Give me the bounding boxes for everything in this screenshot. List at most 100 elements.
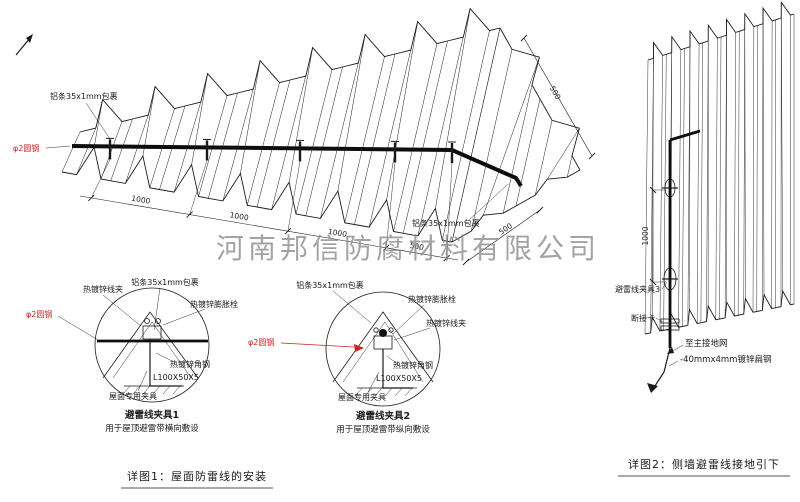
- roof-ridge-line: [100, 121, 123, 180]
- extension-line: [446, 162, 453, 259]
- roof-right-ridge-line: [451, 27, 501, 243]
- ground-lead: [652, 347, 671, 390]
- dim-label: 1000: [229, 210, 250, 222]
- extension-line: [91, 159, 111, 199]
- hatch-line: [172, 385, 181, 395]
- label-angle-spec: L100X50X5: [153, 373, 199, 382]
- wall-corrugation-line: [724, 35, 727, 318]
- hatch-line: [374, 387, 383, 397]
- roof-ridge-line: [435, 8, 471, 209]
- wall-corrugation-line: [678, 49, 682, 328]
- hatch-line: [354, 387, 363, 397]
- dim-tick: [536, 206, 544, 214]
- roof-ridge-line: [61, 131, 81, 173]
- roof-ridge-line: [110, 118, 133, 181]
- wall-corrugation-line: [687, 46, 691, 326]
- roof-label-al-strip: 铝条35x1mm包裹: [50, 91, 118, 101]
- roof-top-edge: [79, 7, 501, 133]
- roof-ridge-line: [288, 47, 313, 183]
- leader-line: [57, 315, 99, 341]
- wall-corrugation-line: [663, 54, 667, 331]
- detail1-title: 避雷线夹具1: [125, 409, 179, 421]
- roof-ridge-line: [417, 37, 464, 236]
- leader-line: [45, 145, 71, 149]
- wall-corrugation-line: [744, 13, 746, 299]
- leader-line: [392, 304, 425, 335]
- hatch-line: [364, 387, 373, 397]
- detail-view-clamp2: 铝条35x1mm包裹 热镀锌膨胀栓 热镀锌线夹 φ2圆钢 热镀锌角钢 L100X…: [248, 280, 466, 435]
- caption-fig2: 详图2：侧墙避雷线接地引下: [628, 457, 780, 471]
- leader-line: [153, 287, 161, 331]
- dim-tick: [520, 34, 528, 42]
- roof-ridge-line: [442, 30, 490, 241]
- ground-arrow-head: [647, 383, 658, 393]
- clamp-body: [373, 335, 393, 350]
- hatch-line: [394, 387, 403, 397]
- roof-ridge-line: [125, 115, 149, 184]
- dim-tick: [443, 254, 450, 262]
- label-to-ground-grid: 至主接地网: [685, 338, 728, 349]
- roof-right-ridge-line: [470, 49, 513, 232]
- roof-right-ridge-line: [534, 120, 553, 196]
- wall-corrugation-line: [650, 58, 654, 333]
- wall-corrugation-line: [737, 31, 740, 316]
- dim-label: 500: [409, 241, 425, 252]
- lightning-wire-top: [669, 129, 701, 142]
- extension-line: [385, 162, 396, 248]
- roof-ridge-line: [368, 50, 411, 228]
- roof-corrugation: [61, 7, 581, 243]
- wall-corrugation-line: [644, 59, 649, 335]
- label-wall-clamp3: 避雷线夹具3: [615, 284, 660, 294]
- roof-right-ridge-line: [566, 155, 573, 178]
- detail2-title: 避雷线夹具2: [356, 410, 410, 422]
- roof-ridge-line: [386, 21, 418, 200]
- wall-corrugation-line: [756, 25, 758, 312]
- wall-view: 1000 避雷线夹具3 断接卡 至主接地网 -40mmx4mm镀锌扁钢: [615, 0, 795, 393]
- hatch-line: [384, 387, 393, 397]
- hatch-line: [132, 385, 141, 395]
- corner-arrow-head: [26, 34, 33, 43]
- roof-right-ridge-line: [502, 84, 533, 214]
- hatching: [354, 387, 413, 397]
- extension-line: [189, 160, 208, 215]
- roof-profile-inner: [342, 321, 424, 383]
- corner-arrow-shaft: [15, 37, 31, 56]
- label-wire-clip: 热镀锌线夹: [83, 284, 123, 294]
- dim-label: 1000: [327, 227, 348, 239]
- corner-arrow-mark: [15, 34, 33, 56]
- leader-line: [386, 355, 401, 367]
- dim-label: 1000: [131, 194, 152, 206]
- wall-corrugation-line: [734, 32, 736, 317]
- roof-right-ridge-line: [547, 128, 580, 180]
- label-angle-spec: L100X50X5: [376, 374, 422, 383]
- roof-ridge-line: [337, 34, 366, 192]
- lightning-wire: [71, 144, 523, 188]
- wall-corrugation-line: [659, 55, 663, 332]
- label-round-steel: φ2圆钢: [26, 309, 52, 319]
- wall-corrugation-line: [781, 2, 783, 291]
- detail-circle: [325, 291, 441, 407]
- detail-view-clamp1: 热镀锌线夹 铝条35x1mm包裹 热镀锌膨胀栓 φ2圆钢 热镀锌角钢 L100X…: [26, 277, 238, 434]
- roof-ridge-line: [247, 82, 280, 206]
- leader-line: [661, 281, 668, 290]
- roof-ridge-line: [76, 128, 96, 175]
- roof-ridge-line: [320, 63, 359, 219]
- leader-line-red: [280, 342, 355, 348]
- extension-line: [287, 161, 301, 232]
- leader-arrow-head: [667, 347, 674, 354]
- disconnect-card-plate: [660, 325, 680, 331]
- bolt: [388, 327, 394, 333]
- leader-line: [85, 102, 111, 140]
- label-al-strip: 铝条35x1mm包裹: [131, 277, 199, 287]
- roof-wire-clamps: [106, 137, 456, 163]
- wall-corrugation-line: [682, 48, 685, 327]
- roof-ridge-line: [256, 79, 291, 208]
- dim-tick: [88, 194, 95, 202]
- wall-corrugation-line: [719, 36, 722, 320]
- label-expansion-bolt: 热镀锌膨胀栓: [408, 294, 456, 304]
- dim-line: [465, 209, 541, 263]
- hatch-line: [152, 385, 161, 395]
- wall-corrugation: [644, 0, 795, 335]
- captions: 详图1：屋面防雷线的安装 详图2：侧墙避雷线接地引下: [121, 457, 790, 489]
- wall-corrugation-line: [715, 38, 718, 320]
